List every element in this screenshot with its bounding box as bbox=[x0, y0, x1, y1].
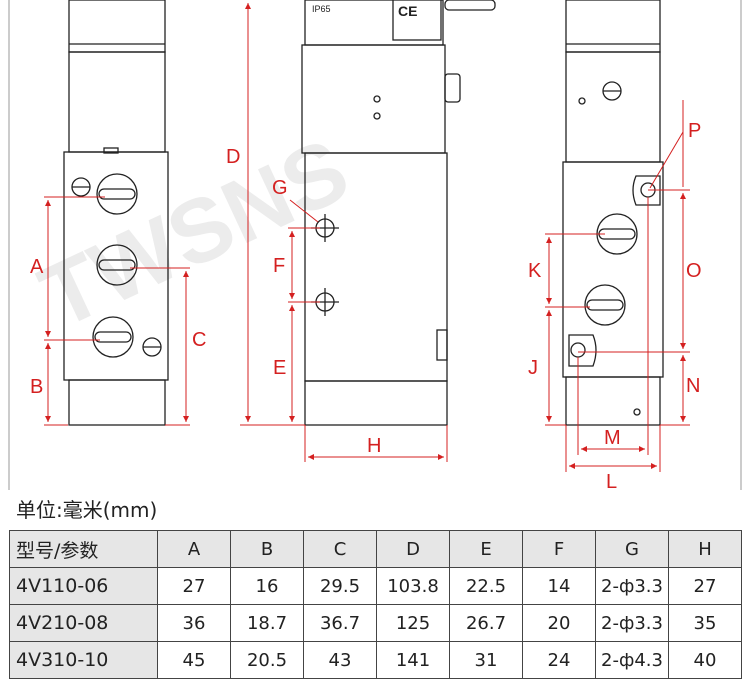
dim-label-d: D bbox=[226, 146, 240, 168]
row-model: 4V310-10 bbox=[9, 641, 158, 679]
cell-d: 141 bbox=[376, 641, 450, 679]
dim-label-e: E bbox=[273, 357, 286, 379]
unit-label: 单位:毫米(mm) bbox=[16, 498, 158, 522]
dim-label-m: M bbox=[604, 427, 621, 449]
right-view bbox=[562, 0, 664, 426]
header-col-b: B bbox=[230, 530, 304, 568]
cell-b: 16 bbox=[230, 567, 304, 605]
left-view-dimensions bbox=[44, 196, 190, 426]
middle-view-dimensions bbox=[240, 2, 448, 462]
cell-h: 35 bbox=[668, 604, 742, 642]
ce-mark: CE bbox=[398, 3, 417, 19]
dim-label-a: A bbox=[30, 256, 44, 278]
table-row: 4V110-06 27 16 29.5 103.8 22.5 14 2-ф3.3… bbox=[9, 567, 742, 605]
cell-f: 20 bbox=[522, 604, 596, 642]
cell-d: 103.8 bbox=[376, 567, 450, 605]
cell-h: 40 bbox=[668, 641, 742, 679]
dim-label-p: P bbox=[688, 120, 701, 142]
dim-label-o: O bbox=[686, 260, 702, 282]
header-col-f: F bbox=[522, 530, 596, 568]
header-col-h: H bbox=[668, 530, 742, 568]
left-view bbox=[63, 0, 169, 426]
dim-label-g: G bbox=[272, 177, 288, 199]
header-col-c: C bbox=[303, 530, 377, 568]
dim-label-f: F bbox=[273, 255, 285, 277]
table-row: 4V210-08 36 18.7 36.7 125 26.7 20 2-ф3.3… bbox=[9, 604, 742, 642]
cell-g: 2-ф4.3 bbox=[595, 641, 669, 679]
dim-label-j: J bbox=[528, 357, 538, 379]
cell-c: 43 bbox=[303, 641, 377, 679]
cell-a: 27 bbox=[157, 567, 231, 605]
dim-label-n: N bbox=[686, 375, 700, 397]
table-row: 4V310-10 45 20.5 43 141 31 24 2-ф4.3 40 bbox=[9, 641, 742, 679]
cell-c: 29.5 bbox=[303, 567, 377, 605]
watermark-text: TWSNS bbox=[26, 120, 363, 348]
dim-label-l: L bbox=[606, 471, 617, 490]
cell-e: 22.5 bbox=[449, 567, 523, 605]
cell-b: 18.7 bbox=[230, 604, 304, 642]
dim-label-h: H bbox=[367, 435, 381, 457]
cell-a: 36 bbox=[157, 604, 231, 642]
row-model: 4V210-08 bbox=[9, 604, 158, 642]
dim-label-c: C bbox=[192, 329, 206, 351]
cell-g: 2-ф3.3 bbox=[595, 604, 669, 642]
cell-e: 26.7 bbox=[449, 604, 523, 642]
right-view-dimensions bbox=[545, 100, 690, 472]
header-col-e: E bbox=[449, 530, 523, 568]
header-col-g: G bbox=[595, 530, 669, 568]
header-model-param: 型号/参数 bbox=[9, 530, 158, 568]
dim-label-b: B bbox=[30, 376, 43, 398]
header-col-d: D bbox=[376, 530, 450, 568]
cell-a: 45 bbox=[157, 641, 231, 679]
cell-f: 14 bbox=[522, 567, 596, 605]
cell-g: 2-ф3.3 bbox=[595, 567, 669, 605]
cell-d: 125 bbox=[376, 604, 450, 642]
cell-f: 24 bbox=[522, 641, 596, 679]
table-header-row: 型号/参数 A B C D E F G H bbox=[9, 530, 742, 568]
row-model: 4V110-06 bbox=[9, 567, 158, 605]
cell-h: 27 bbox=[668, 567, 742, 605]
spec-table: 型号/参数 A B C D E F G H 4V110-06 27 16 29.… bbox=[9, 530, 742, 679]
cell-e: 31 bbox=[449, 641, 523, 679]
cell-c: 36.7 bbox=[303, 604, 377, 642]
technical-drawing: TWSNS A B C bbox=[8, 0, 742, 490]
header-col-a: A bbox=[157, 530, 231, 568]
certification-text: IP65 bbox=[312, 4, 331, 14]
dim-label-k: K bbox=[528, 260, 542, 282]
cell-b: 20.5 bbox=[230, 641, 304, 679]
